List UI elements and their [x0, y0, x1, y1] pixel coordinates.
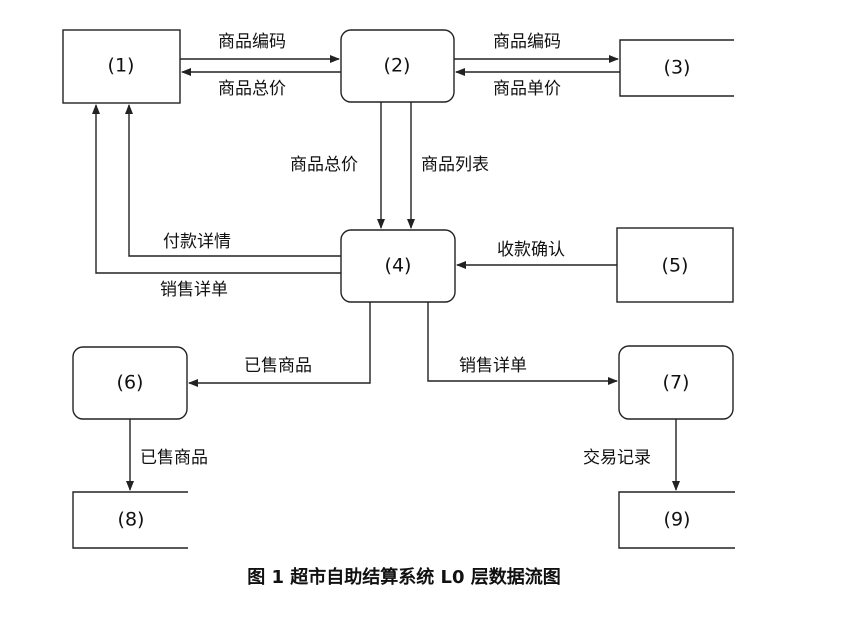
flow-label-4-to-6-sold-goods: 已售商品 — [244, 356, 312, 376]
flow-label-4-to-7-sales-detail: 销售详单 — [459, 356, 527, 376]
external-entity-5: (5) — [616, 227, 734, 303]
node-label-9: (9) — [664, 509, 691, 531]
data-store-9: (9) — [618, 491, 735, 549]
node-label-4: (4) — [385, 255, 412, 277]
flow-label-4-to-1-payment-details: 付款详情 — [163, 232, 231, 252]
figure-caption: 图 1 超市自助结算系统 L0 层数据流图 — [247, 566, 561, 588]
node-label-3: (3) — [664, 57, 691, 79]
flow-label-4-to-1-sales-detail: 销售详单 — [160, 280, 228, 300]
data-store-3: (3) — [619, 39, 734, 97]
flow-label-2-to-1-total-price: 商品总价 — [218, 79, 286, 99]
flow-label-3-to-2-unit-price: 商品单价 — [493, 79, 561, 99]
flow-label-1-to-2-product-code: 商品编码 — [218, 32, 286, 52]
flow-label-2-to-3-product-code: 商品编码 — [493, 32, 561, 52]
flow-arrow-4-to-1-sales — [92, 104, 341, 274]
flow-arrow-4-to-6 — [188, 302, 371, 387]
node-label-6: (6) — [117, 372, 144, 394]
flow-label-7-to-9-transaction-record: 交易记录 — [583, 448, 651, 468]
process-4: (4) — [340, 229, 456, 303]
process-2: (2) — [340, 29, 455, 103]
node-label-7: (7) — [663, 372, 690, 394]
data-store-8: (8) — [72, 491, 188, 549]
flow-label-2-to-4-product-list: 商品列表 — [421, 155, 489, 175]
process-7: (7) — [618, 345, 734, 420]
flow-arrow-4-to-7 — [427, 302, 618, 385]
node-label-2: (2) — [384, 55, 411, 77]
node-label-5: (5) — [662, 255, 689, 277]
node-label-1: (1) — [108, 55, 135, 77]
flow-arrow-4-to-1-payment — [125, 104, 341, 257]
flow-label-2-to-4-total-price: 商品总价 — [290, 155, 358, 175]
flow-label-5-to-4-payment-confirm: 收款确认 — [497, 240, 565, 260]
flow-label-6-to-8-sold-goods: 已售商品 — [140, 448, 208, 468]
process-6: (6) — [72, 346, 188, 420]
node-label-8: (8) — [118, 509, 145, 531]
external-entity-1: (1) — [62, 29, 181, 104]
